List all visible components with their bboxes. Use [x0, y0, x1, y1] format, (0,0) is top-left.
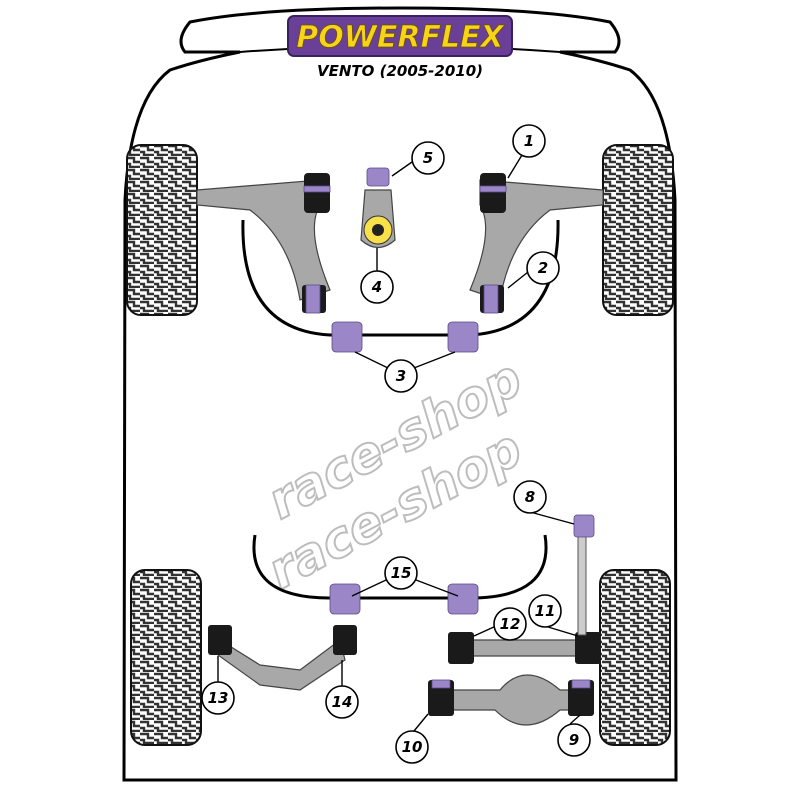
callout-11: 11	[528, 594, 562, 628]
rear-left-bush	[208, 625, 232, 655]
rear-right-wheel	[599, 569, 671, 746]
leader-lines	[217, 154, 581, 732]
callout-3: 3	[384, 359, 418, 393]
callout-10: 10	[395, 730, 429, 764]
svg-text:8: 8	[525, 488, 535, 506]
rear-left-arm	[217, 638, 346, 691]
rear-arb-bush-right	[447, 583, 479, 615]
svg-text:4: 4	[371, 278, 382, 296]
svg-text:10: 10	[402, 738, 423, 756]
callout-4: 4	[360, 270, 394, 304]
front-arb-bush-right	[447, 321, 479, 353]
svg-text:5: 5	[423, 149, 433, 167]
callout-2: 2	[526, 251, 560, 285]
upper-link-bush	[448, 632, 474, 664]
callout-14: 14	[325, 685, 359, 719]
model-title: VENTO (2005-2010)	[317, 62, 483, 80]
lower-arm-bushes	[428, 679, 594, 716]
svg-text:13: 13	[208, 689, 229, 707]
svg-text:12: 12	[500, 615, 521, 633]
callout-12: 12	[493, 607, 527, 641]
front-right-wheel	[602, 144, 674, 316]
callout-13: 13	[201, 681, 235, 715]
callout-1: 1	[512, 124, 546, 158]
drop-link	[577, 534, 587, 636]
brand-name: POWERFLEX	[296, 20, 505, 55]
upper-link-bush	[575, 632, 601, 664]
svg-text:14: 14	[332, 693, 353, 711]
drop-link-bush	[573, 514, 595, 538]
front-arb-bush-left	[331, 321, 363, 353]
callout-9: 9	[557, 723, 591, 757]
svg-text:11: 11	[535, 602, 556, 620]
rear-anti-roll-bar	[252, 534, 548, 600]
rear-arb-bush-left	[329, 583, 361, 615]
svg-text:1: 1	[524, 132, 534, 150]
rear-left-wheel	[130, 569, 202, 746]
callout-8: 8	[513, 480, 547, 514]
svg-text:9: 9	[569, 731, 579, 749]
svg-text:2: 2	[538, 259, 548, 277]
front-left-wishbone	[196, 179, 331, 301]
engine-mount	[360, 167, 396, 249]
rear-left-bush	[333, 625, 357, 655]
rear-upper-link	[459, 639, 586, 657]
svg-text:3: 3	[396, 367, 406, 385]
car-body-outline	[122, 6, 678, 782]
callout-15: 15	[384, 556, 418, 590]
callout-5: 5	[411, 141, 445, 175]
front-left-wheel	[126, 144, 198, 316]
svg-text:15: 15	[391, 564, 412, 582]
front-wishbone-bushes	[302, 173, 507, 314]
powerflex-logo: POWERFLEX	[287, 15, 513, 57]
